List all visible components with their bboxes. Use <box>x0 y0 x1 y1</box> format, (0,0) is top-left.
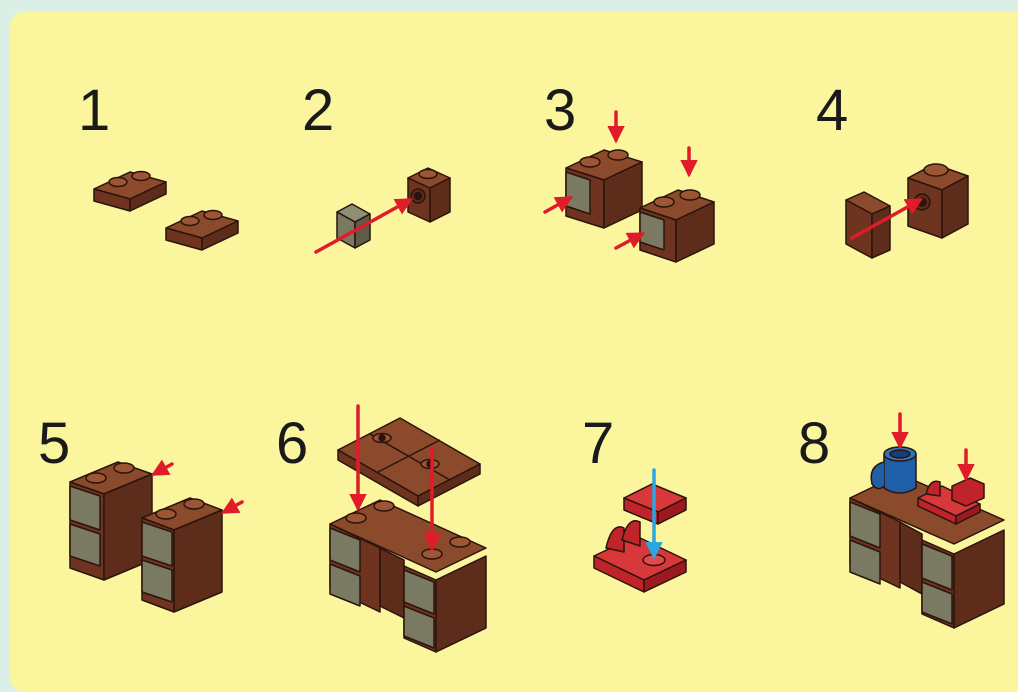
step-3-parts <box>566 150 714 262</box>
assembly-arrows <box>154 112 966 556</box>
brick-with-side-stud <box>408 168 450 222</box>
step-7-parts <box>594 484 686 592</box>
brick-assembly-a <box>566 150 642 228</box>
step-1-parts <box>94 172 238 251</box>
wall-section-a <box>70 462 152 580</box>
arrow-step-5-a <box>154 464 172 474</box>
step-8-parts <box>850 447 1004 628</box>
step-6-parts <box>330 418 486 652</box>
blue-cup <box>871 447 916 493</box>
plate-1x2-a <box>94 172 166 212</box>
brick-assembly-b <box>640 190 714 262</box>
assembled-walls <box>330 500 486 652</box>
step-4-parts <box>846 164 968 258</box>
arrow-step-5-b <box>224 502 242 512</box>
step-5-parts <box>70 462 222 612</box>
arrow-step-3-side-b <box>616 234 642 248</box>
assembly-illustrations <box>0 0 1018 674</box>
plate-1x2-b <box>166 211 238 251</box>
red-plate-with-clip <box>594 521 686 592</box>
wall-section-b <box>142 498 222 612</box>
brown-tile <box>846 192 890 258</box>
